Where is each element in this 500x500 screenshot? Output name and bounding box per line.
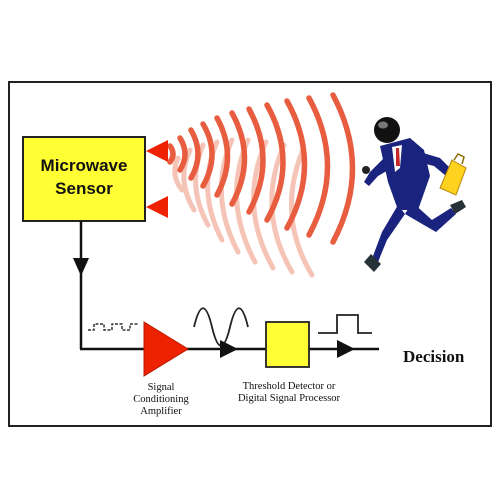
microwave-sensor-box (22, 136, 146, 222)
detector-caption-line2: Digital Signal Processor (238, 393, 341, 404)
sensor-label-line2: Sensor (55, 179, 113, 198)
arrow-to-detector-icon (220, 340, 238, 358)
amplifier-caption-line2: Conditioning (133, 394, 189, 405)
amplifier-triangle (143, 321, 189, 377)
emitted-waves (167, 92, 356, 245)
arrow-to-decision-icon (337, 340, 355, 358)
detector-caption-line1: Threshold Detector or (243, 381, 336, 392)
emitter-triangle-lower (146, 196, 168, 218)
emitter-triangle-upper (146, 140, 168, 162)
amplifier-caption-line1: Signal (148, 382, 175, 393)
microwave-waves (167, 92, 356, 278)
pulse-waveform (318, 314, 372, 334)
briefcase-icon (439, 153, 467, 196)
running-businessman-icon (362, 117, 467, 272)
down-arrow-icon (73, 258, 89, 276)
sensor-label-line1: Microwave (41, 156, 128, 175)
raw-signal-waveform (88, 323, 138, 331)
decision-label: Decision (403, 347, 465, 366)
amplifier-caption-line3: Amplifier (140, 406, 182, 417)
threshold-detector-box (265, 321, 310, 368)
